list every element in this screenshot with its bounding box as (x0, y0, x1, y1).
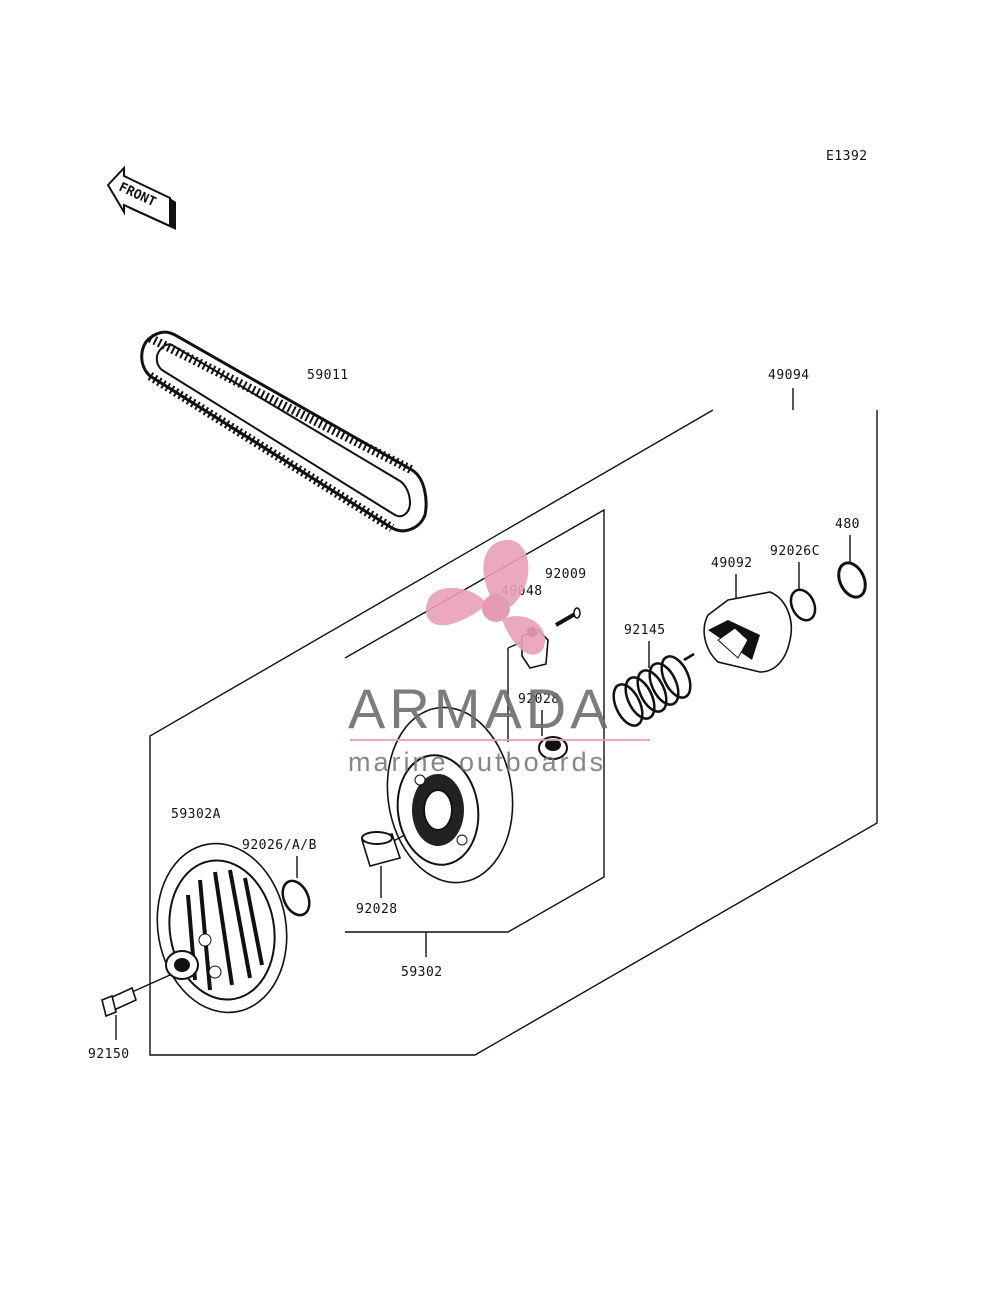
spring (612, 652, 695, 727)
label-converter-assy: 49094 (768, 368, 810, 383)
label-spring: 92145 (624, 623, 666, 638)
circlip (837, 561, 867, 599)
label-clip: 480 (835, 517, 860, 532)
label-sheave-assy: 59302 (401, 965, 443, 980)
label-cam: 49092 (711, 556, 753, 571)
propeller-logo-icon (425, 539, 545, 655)
label-bushing-upper: 92028 (518, 692, 560, 707)
pin (554, 607, 581, 627)
drive-belt (140, 330, 428, 533)
label-belt: 59011 (307, 368, 349, 383)
label-bushing-lower: 92028 (356, 902, 398, 917)
fixed-sheave (156, 842, 288, 1014)
washer-c (789, 588, 817, 622)
watermark-tagline: marine outboards (348, 747, 606, 777)
front-arrow-icon: FRONT (106, 165, 176, 230)
cam (703, 591, 792, 673)
label-bolt: 92150 (88, 1047, 130, 1062)
label-pin: 92009 (545, 567, 587, 582)
label-washer-c: 92026C (770, 544, 820, 559)
bolt (101, 974, 171, 1018)
label-sheave-fixed: 59302A (171, 807, 221, 822)
bushing-upper (538, 736, 568, 760)
movable-sheave (379, 706, 514, 884)
diagram-code: E1392 (826, 149, 868, 164)
assembly-outline-49094 (149, 388, 878, 1056)
label-washer-ab: 92026/A/B (242, 838, 317, 853)
washer-ab (281, 879, 311, 917)
bushing-lower (360, 831, 402, 867)
armada-watermark: ARMADA marine outboards (348, 539, 650, 777)
watermark-brand: ARMADA (348, 677, 612, 740)
